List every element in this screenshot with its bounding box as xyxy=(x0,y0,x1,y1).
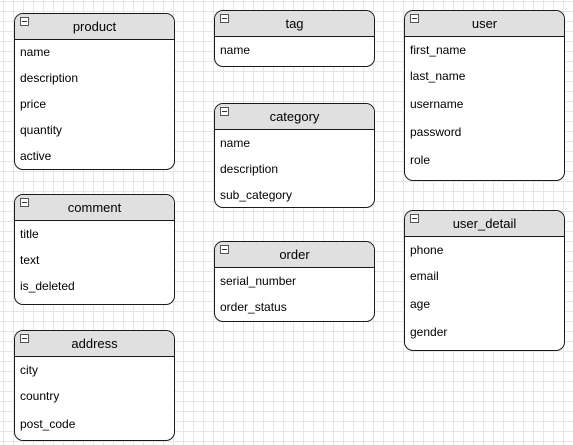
field-order-status[interactable]: order_status xyxy=(220,300,287,314)
entity-header[interactable]: order xyxy=(215,242,374,268)
entity-header[interactable]: tag xyxy=(215,11,374,37)
collapse-minus-icon[interactable] xyxy=(20,17,29,26)
field-is-deleted[interactable]: is_deleted xyxy=(20,279,75,293)
entity-title: tag xyxy=(285,16,304,31)
field-password[interactable]: password xyxy=(410,125,462,139)
entity-header[interactable]: comment xyxy=(15,195,174,221)
entity-title: user_detail xyxy=(452,216,517,231)
field-first-name[interactable]: first_name xyxy=(410,43,467,57)
field-gender[interactable]: gender xyxy=(410,325,448,339)
entity-user-detail[interactable]: user_detail phone email age gender xyxy=(404,210,565,351)
field-active[interactable]: active xyxy=(20,149,52,163)
entity-header[interactable]: product xyxy=(15,14,174,40)
collapse-minus-icon[interactable] xyxy=(220,107,229,116)
entity-product[interactable]: product name description price quantity … xyxy=(14,13,175,170)
entity-title: user xyxy=(471,16,498,31)
field-description[interactable]: description xyxy=(220,162,279,176)
entity-tag[interactable]: tag name xyxy=(214,10,375,67)
entity-category[interactable]: category name description sub_category xyxy=(214,103,375,208)
field-name[interactable]: name xyxy=(220,136,251,150)
field-age[interactable]: age xyxy=(410,297,431,311)
field-serial-number[interactable]: serial_number xyxy=(220,274,297,288)
field-description[interactable]: description xyxy=(20,71,79,85)
field-phone[interactable]: phone xyxy=(410,243,444,257)
field-post-code[interactable]: post_code xyxy=(20,417,76,431)
collapse-minus-icon[interactable] xyxy=(410,214,419,223)
collapse-minus-icon[interactable] xyxy=(220,245,229,254)
field-name[interactable]: name xyxy=(220,43,251,57)
field-quantity[interactable]: quantity xyxy=(20,123,63,137)
collapse-minus-icon[interactable] xyxy=(220,14,229,23)
field-role[interactable]: role xyxy=(410,153,431,167)
field-city[interactable]: city xyxy=(20,363,38,377)
field-price[interactable]: price xyxy=(20,97,47,111)
field-sub-category[interactable]: sub_category xyxy=(220,188,293,202)
entity-title: comment xyxy=(67,200,122,215)
collapse-minus-icon[interactable] xyxy=(410,14,419,23)
entity-header[interactable]: category xyxy=(215,104,374,130)
collapse-minus-icon[interactable] xyxy=(20,334,29,343)
field-name[interactable]: name xyxy=(20,45,51,59)
entity-comment[interactable]: comment title text is_deleted xyxy=(14,194,175,305)
field-email[interactable]: email xyxy=(410,269,439,283)
entity-title: product xyxy=(72,19,117,34)
field-country[interactable]: country xyxy=(20,389,60,403)
entity-order[interactable]: order serial_number order_status xyxy=(214,241,375,322)
entity-title: category xyxy=(269,109,320,124)
entity-title: address xyxy=(71,336,118,351)
field-title[interactable]: title xyxy=(20,227,39,241)
field-username[interactable]: username xyxy=(410,97,464,111)
field-text[interactable]: text xyxy=(20,253,40,267)
entity-header[interactable]: address xyxy=(15,331,174,357)
collapse-minus-icon[interactable] xyxy=(20,198,29,207)
field-last-name[interactable]: last_name xyxy=(410,69,466,83)
entity-header[interactable]: user xyxy=(405,11,564,37)
entity-user[interactable]: user first_name last_name username passw… xyxy=(404,10,565,181)
entity-address[interactable]: address city country post_code xyxy=(14,330,175,441)
entity-title: order xyxy=(279,247,310,262)
entity-header[interactable]: user_detail xyxy=(405,211,564,237)
